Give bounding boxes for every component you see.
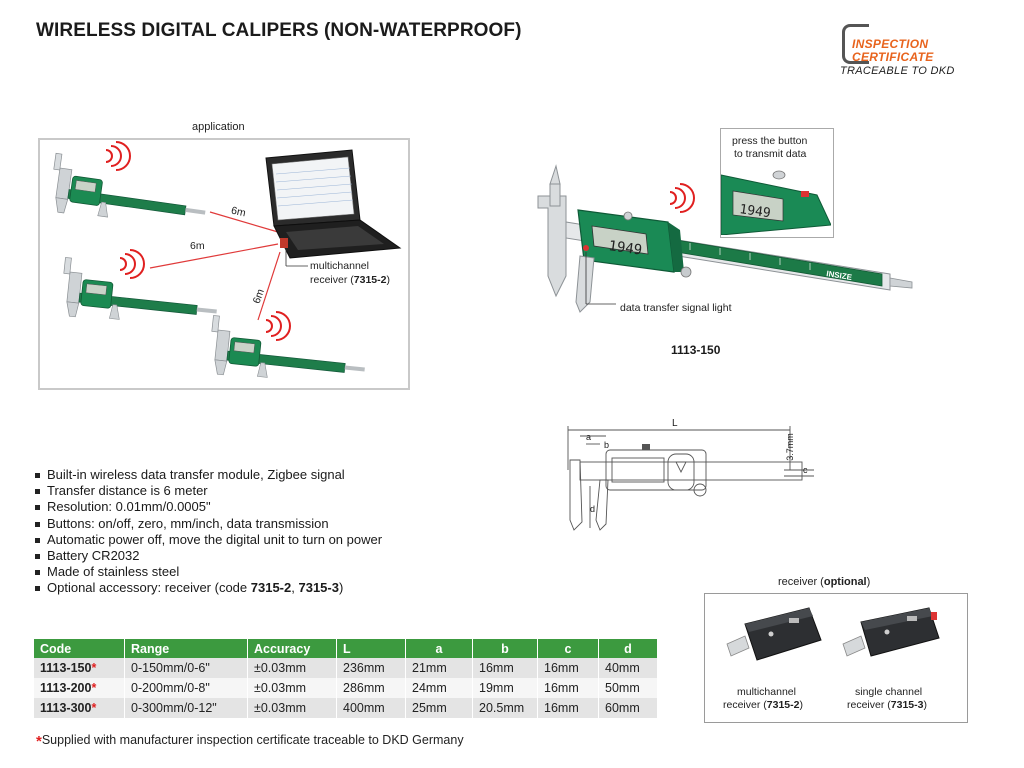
table-cell: 25mm [405, 698, 473, 718]
callout-detail-svg: 1949 [721, 165, 831, 235]
feature-item: Resolution: 0.01mm/0.0005" [34, 499, 382, 515]
table-header: b [472, 639, 538, 658]
caliper-bottom-illustration [206, 314, 370, 390]
feature-item-accessory: Optional accessory: receiver (code 7315-… [34, 580, 382, 596]
table-cell: 16mm [472, 658, 538, 678]
dim-b: b [604, 440, 610, 450]
dimension-diagram: L a b c d 3.7mm [560, 418, 820, 536]
multichannel-receiver-illustration [726, 607, 822, 661]
feature-item: Battery CR2032 [34, 548, 382, 564]
table-cell-code: 1113-300* [34, 698, 125, 718]
dim-thickness: 3.7mm [784, 433, 795, 461]
certificate-line-3: TRACEABLE TO DKD [840, 65, 955, 77]
distance-label-top: 6m [230, 204, 247, 220]
single-receiver-line-2: receiver (7315-3) [847, 699, 927, 711]
signal-waves-top-icon [105, 141, 131, 171]
certificate-bracket-icon [842, 24, 869, 64]
table-cell: 0-150mm/0-6" [124, 658, 248, 678]
caliper-top-illustration [47, 152, 211, 233]
table-cell: ±0.03mm [247, 678, 337, 698]
table-cell: 60mm [598, 698, 658, 718]
multi-receiver-line-1: multichannel [737, 686, 796, 698]
footnote: *Supplied with manufacturer inspection c… [36, 733, 464, 750]
table-cell: 24mm [405, 678, 473, 698]
certificate-line-2: CERTIFICATE [852, 50, 934, 64]
application-scene [47, 141, 402, 390]
table-cell: ±0.03mm [247, 698, 337, 718]
feature-list: Built-in wireless data transfer module, … [34, 467, 382, 597]
table-cell: 16mm [537, 658, 599, 678]
feature-item: Made of stainless steel [34, 564, 382, 580]
table-header-row: Code Range Accuracy L a b c d [34, 639, 658, 658]
table-header: Accuracy [247, 639, 337, 658]
table-cell: 0-200mm/0-8" [124, 678, 248, 698]
feature-item: Automatic power off, move the digital un… [34, 532, 382, 548]
table-cell: 236mm [336, 658, 406, 678]
application-illustration: 6m 6m 6m multichannel receiver (7315-2) [38, 138, 410, 390]
table-row: 1113-200* 0-200mm/0-8" ±0.03mm 286mm 24m… [34, 678, 658, 698]
inspection-certificate-badge: INSPECTION CERTIFICATE TRACEABLE TO DKD [838, 22, 978, 82]
table-cell-code: 1113-150* [34, 658, 125, 678]
table-header: d [598, 639, 658, 658]
table-cell: 50mm [598, 678, 658, 698]
table-cell: 16mm [537, 678, 599, 698]
feature-item: Transfer distance is 6 meter [34, 483, 382, 499]
signal-light-label: data transfer signal light [620, 302, 732, 314]
receiver-illustrations [726, 607, 940, 661]
specification-table: Code Range Accuracy L a b c d 1113-150* … [34, 639, 658, 718]
distance-label-middle: 6m [190, 240, 205, 252]
signal-waves-bottom-icon [265, 311, 291, 341]
table-header: Code [34, 639, 125, 658]
dim-a: a [586, 432, 592, 442]
table-cell: ±0.03mm [247, 658, 337, 678]
app-receiver-label-2: receiver (7315-2) [310, 274, 390, 286]
table-cell: 400mm [336, 698, 406, 718]
table-header: a [405, 639, 473, 658]
table-cell: 0-300mm/0-12" [124, 698, 248, 718]
receiver-optional-label: receiver (optional) [778, 576, 871, 588]
table-row: 1113-150* 0-150mm/0-6" ±0.03mm 236mm 21m… [34, 658, 658, 678]
table-header: c [537, 639, 599, 658]
callout-line-1: press the button [732, 135, 808, 147]
dimension-diagram-svg [567, 426, 814, 531]
lcd-reading: 1949 [607, 238, 643, 259]
feature-item: Buttons: on/off, zero, mm/inch, data tra… [34, 516, 382, 532]
feature-item: Built-in wireless data transfer module, … [34, 467, 382, 483]
table-cell: 20.5mm [472, 698, 538, 718]
table-cell: 40mm [598, 658, 658, 678]
single-receiver-line-1: single channel [855, 686, 923, 698]
table-row: 1113-300* 0-300mm/0-12" ±0.03mm 400mm 25… [34, 698, 658, 718]
table-cell: 286mm [336, 678, 406, 698]
table-header: L [336, 639, 406, 658]
certificate-line-1: INSPECTION [852, 37, 929, 51]
receiver-panel: multichannel receiver (7315-2) single ch… [704, 593, 968, 723]
page-title: WIRELESS DIGITAL CALIPERS (NON-WATERPROO… [36, 20, 522, 41]
dim-c: c [803, 465, 808, 475]
signal-waves-middle-icon [119, 249, 145, 279]
button-callout-inset: press the button to transmit data 1949 [720, 128, 834, 238]
table-cell: 16mm [537, 698, 599, 718]
application-label: application [192, 121, 245, 133]
table-cell-code: 1113-200* [34, 678, 125, 698]
caliper-main-svg: INSIZE 1949 [537, 164, 913, 313]
app-receiver-label-1: multichannel [310, 260, 369, 272]
laptop-illustration [265, 149, 402, 259]
brand-logo: INSIZE [826, 269, 854, 282]
product-caliper-illustration: INSIZE 1949 [520, 126, 920, 326]
multi-receiver-line-2: receiver (7315-2) [723, 699, 803, 711]
dim-L: L [672, 418, 678, 429]
callout-line-2: to transmit data [734, 148, 807, 160]
product-signal-waves-icon [669, 183, 695, 213]
single-channel-receiver-illustration [842, 607, 940, 657]
product-model: 1113-150 [671, 343, 721, 357]
callout-lcd-reading: 1949 [738, 202, 771, 221]
table-cell: 19mm [472, 678, 538, 698]
table-header: Range [124, 639, 248, 658]
table-cell: 21mm [405, 658, 473, 678]
caliper-middle-illustration [58, 256, 222, 332]
dim-d: d [590, 504, 596, 514]
